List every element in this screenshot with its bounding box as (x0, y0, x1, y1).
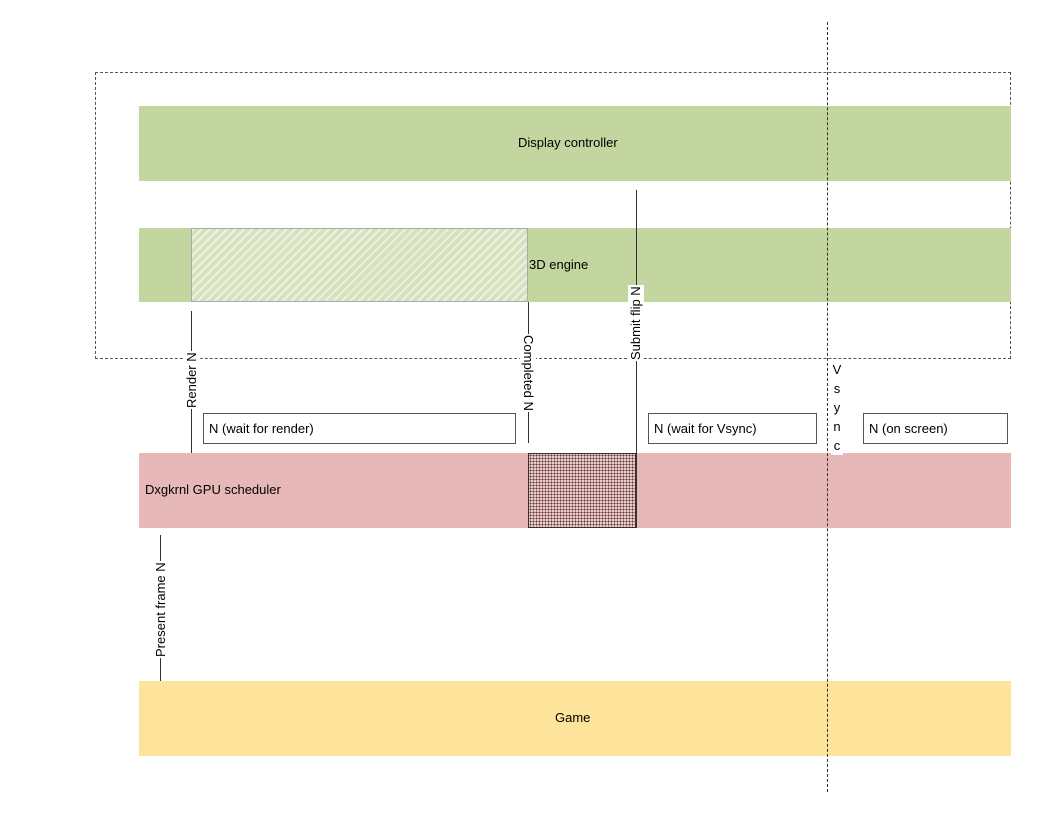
render-event-label: Render N (184, 351, 200, 409)
3d-engine-label: 3D engine (529, 257, 589, 272)
state-wait-vsync-text: N (wait for Vsync) (654, 421, 757, 436)
vsync-line (827, 22, 828, 792)
scheduler-label: Dxgkrnl GPU scheduler (145, 482, 281, 497)
completed-event-label: Completed N (520, 334, 536, 412)
gpu-group-outline (95, 72, 1011, 359)
state-wait-render-text: N (wait for render) (209, 421, 314, 436)
vsync-letter: n (833, 419, 841, 434)
vsync-label: V s y n c (831, 360, 843, 455)
vsync-letter: s (833, 381, 841, 396)
vsync-letter: c (833, 438, 841, 453)
state-wait-render: N (wait for render) (203, 413, 516, 444)
display-controller-label: Display controller (518, 135, 618, 150)
flip-processing-block (528, 453, 636, 528)
display-controller-lane: Display controller (139, 106, 1011, 181)
state-on-screen: N (on screen) (863, 413, 1008, 444)
render-work-block (191, 228, 528, 302)
state-on-screen-text: N (on screen) (869, 421, 948, 436)
vsync-letter: V (832, 362, 842, 377)
vsync-letter: y (833, 400, 841, 415)
submit-flip-event-label: Submit flip N (628, 285, 644, 361)
state-wait-vsync: N (wait for Vsync) (648, 413, 817, 444)
game-lane: Game (139, 681, 1011, 756)
game-label: Game (555, 710, 591, 725)
present-frame-event-label: Present frame N (153, 561, 169, 658)
